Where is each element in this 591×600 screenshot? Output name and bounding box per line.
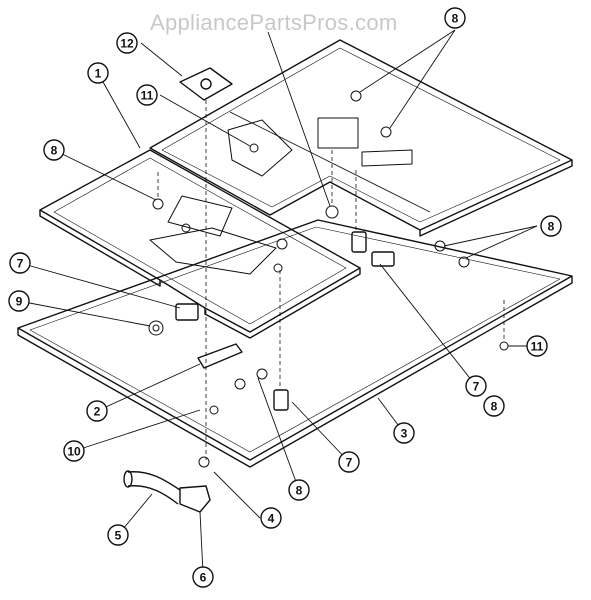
callout-circle [526, 335, 548, 357]
callout-label: 1 [95, 67, 102, 81]
callout-label: 8 [491, 400, 498, 414]
callout-label: 11 [141, 89, 154, 103]
callout-circle [86, 400, 108, 422]
callout-label: 3 [401, 427, 408, 441]
callout-circle [136, 84, 158, 106]
callout-5: 5 [107, 524, 129, 546]
callout-label: 10 [67, 445, 81, 459]
callout-2: 2 [86, 400, 108, 422]
callout-circle [338, 451, 360, 473]
callout-circle [393, 422, 415, 444]
middle-left-panel [39, 149, 361, 339]
bottom-panel [17, 219, 573, 468]
callout-8: 8 [483, 395, 505, 417]
callout-7: 7 [9, 252, 31, 274]
callout-label: 7 [473, 380, 480, 394]
callout-label: 11 [531, 340, 544, 354]
watermark: AppliancePartsPros.com [150, 10, 398, 35]
callout-9: 9 [8, 290, 30, 312]
callout-circle [483, 395, 505, 417]
callout-12: 12 [116, 32, 138, 54]
callout-label: 7 [346, 456, 353, 470]
callout-circle [540, 215, 562, 237]
callout-label: 4 [268, 512, 275, 526]
callout-label: 5 [115, 529, 122, 543]
callout-circle [192, 566, 214, 588]
callout-circle [288, 479, 310, 501]
callout-circle [116, 32, 138, 54]
callout-8: 8 [540, 215, 562, 237]
callout-8: 8 [288, 479, 310, 501]
callout-7: 7 [338, 451, 360, 473]
callout-label: 8 [296, 484, 303, 498]
callout-label: 8 [548, 220, 555, 234]
callout-label: 8 [51, 144, 58, 158]
callout-11: 11 [136, 84, 158, 106]
top-right-panel [149, 39, 573, 237]
callout-label: 12 [120, 37, 134, 51]
callout-label: 7 [17, 257, 24, 271]
callout-8: 8 [43, 139, 65, 161]
callout-circle [465, 375, 487, 397]
callout-10: 10 [63, 440, 85, 462]
callout-label: 8 [452, 12, 459, 26]
callout-circle [9, 252, 31, 274]
callout-circle [444, 7, 466, 29]
callout-circle [107, 524, 129, 546]
callout-label: 9 [16, 295, 23, 309]
callout-11: 11 [526, 335, 548, 357]
callout-8: 8 [444, 7, 466, 29]
callout-6: 6 [192, 566, 214, 588]
callout-4: 4 [260, 507, 282, 529]
callout-circle [260, 507, 282, 529]
callout-7: 7 [465, 375, 487, 397]
callout-circle [63, 440, 85, 462]
callout-label: 6 [200, 571, 207, 585]
callout-label: 2 [94, 405, 101, 419]
mounting-pad [179, 67, 233, 101]
callout-circle [87, 62, 109, 84]
callout-circle [43, 139, 65, 161]
callout-3: 3 [393, 422, 415, 444]
callout-1: 1 [87, 62, 109, 84]
callout-circle [8, 290, 30, 312]
